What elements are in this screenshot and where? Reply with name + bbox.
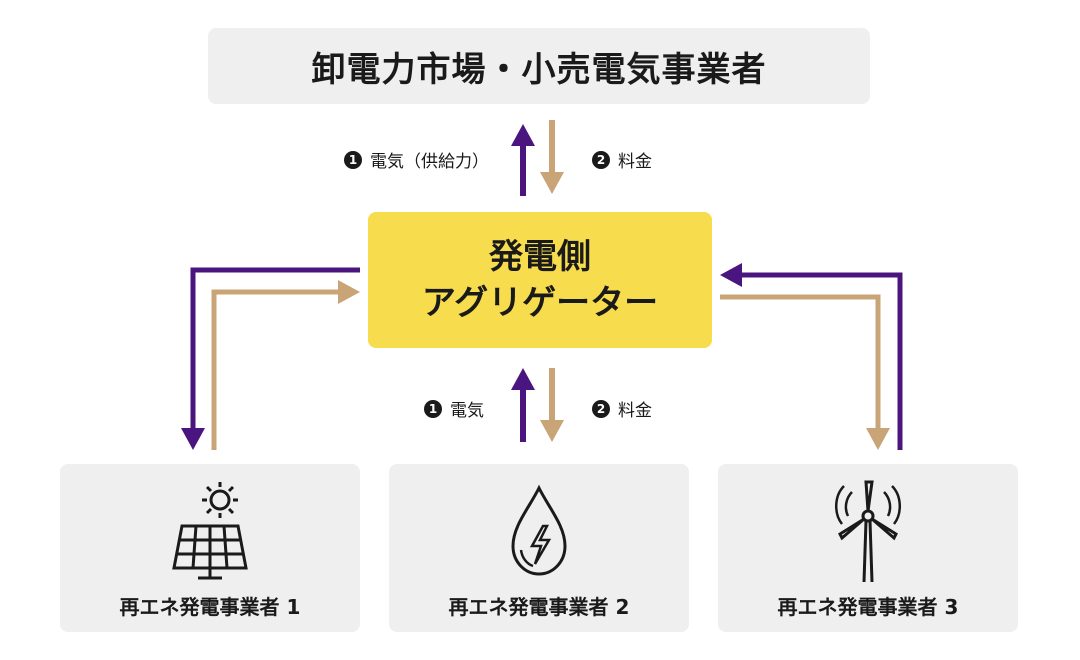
left-fee-arrow <box>211 280 360 450</box>
top-fee-arrow <box>540 120 564 194</box>
middle-fee-text: 料金 <box>618 401 652 421</box>
generator-box-1: 再エネ発電事業者 1 <box>60 464 360 632</box>
generator-label-2: 再エネ発電事業者 2 <box>448 595 630 619</box>
hydro-drop-icon <box>511 484 567 576</box>
middle-electricity-number: 1 <box>424 399 442 418</box>
wind-turbine-icon <box>835 480 901 583</box>
top-electricity-label: 1 電気（供給力） <box>344 147 489 172</box>
generator-label-1: 再エネ発電事業者 1 <box>119 595 301 619</box>
left-electricity-arrow <box>181 267 360 450</box>
top-fee-number: 2 <box>592 150 610 169</box>
middle-fee-number: 2 <box>592 399 610 418</box>
middle-electricity-text: 電気 <box>450 401 484 421</box>
market-title: 卸電力市場・小売電気事業者 <box>311 49 767 90</box>
aggregator-line1: 発電側 <box>489 237 591 277</box>
top-electricity-number: 1 <box>344 150 362 169</box>
middle-electricity-label: 1 電気 <box>424 396 484 421</box>
middle-fee-arrow <box>540 368 564 442</box>
top-fee-text: 料金 <box>618 152 652 172</box>
aggregator-box: 発電側 アグリゲーター <box>368 212 712 348</box>
market-box: 卸電力市場・小売電気事業者 <box>208 28 870 104</box>
generator-box-3: 再エネ発電事業者 3 <box>718 464 1018 632</box>
aggregator-line2: アグリゲーター <box>421 283 659 323</box>
middle-electricity-arrow <box>511 368 535 442</box>
top-electricity-text: 電気（供給力） <box>370 152 489 172</box>
top-fee-label: 2 料金 <box>592 147 652 172</box>
right-electricity-arrow <box>720 263 903 450</box>
generator-box-2: 再エネ発電事業者 2 <box>389 464 689 632</box>
right-fee-arrow <box>720 294 890 450</box>
solar-panel-icon <box>172 482 248 580</box>
middle-fee-label: 2 料金 <box>592 396 652 421</box>
generator-label-3: 再エネ発電事業者 3 <box>777 595 959 619</box>
top-electricity-arrow <box>511 124 535 196</box>
